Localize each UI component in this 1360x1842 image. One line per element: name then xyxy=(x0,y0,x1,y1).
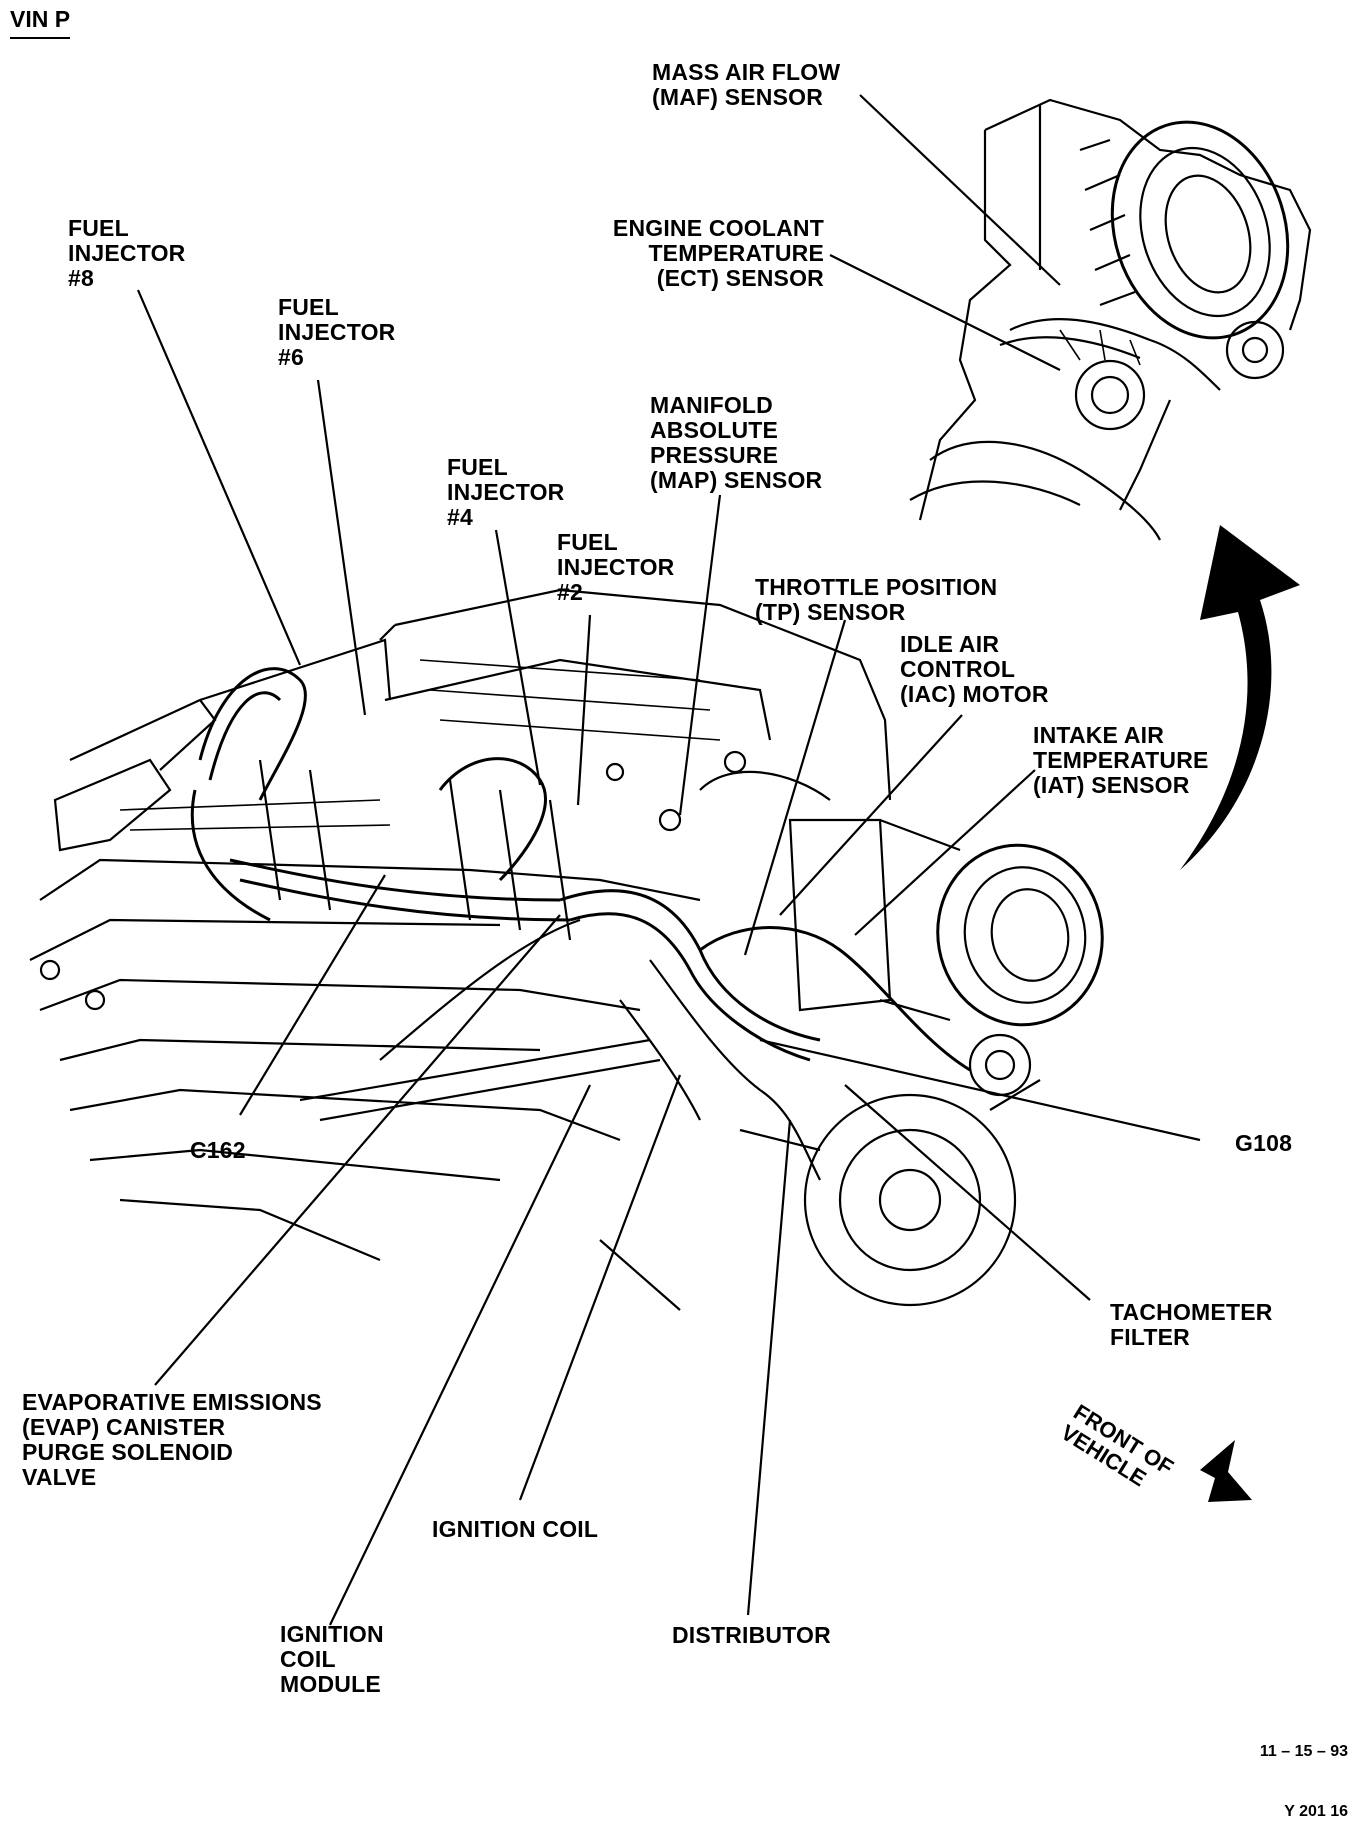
footer-code: Y 201 16 xyxy=(1284,1803,1348,1820)
label-fuel-injector-2: FUEL INJECTOR #2 xyxy=(557,529,675,605)
leader-distributor xyxy=(746,1119,792,1616)
leader-injector8 xyxy=(136,289,302,666)
label-fuel-injector-6: FUEL INJECTOR #6 xyxy=(278,294,396,370)
label-fuel-injector-4: FUEL INJECTOR #4 xyxy=(447,454,565,530)
leader-injector6 xyxy=(316,379,367,716)
label-tachometer-filter: TACHOMETER FILTER xyxy=(1110,1299,1273,1350)
footer-stamp: 11 – 15 – 93 Y 201 16 xyxy=(1260,1702,1348,1842)
leader-tach xyxy=(844,1084,1091,1301)
front-arrow-icon xyxy=(1200,1440,1252,1502)
label-ect-sensor: ENGINE COOLANT TEMPERATURE (ECT) SENSOR xyxy=(612,215,824,291)
footer-date: 11 – 15 – 93 xyxy=(1259,1743,1348,1760)
label-evap-purge-valve: EVAPORATIVE EMISSIONS (EVAP) CANISTER PU… xyxy=(22,1389,322,1490)
leader-tp xyxy=(743,619,847,956)
leader-g108 xyxy=(759,1038,1201,1142)
leader-evap xyxy=(154,914,561,1386)
leader-iac xyxy=(779,714,963,916)
leader-maf xyxy=(859,94,1061,286)
label-map-sensor: MANIFOLD ABSOLUTE PRESSURE (MAP) SENSOR xyxy=(650,392,823,493)
label-g108: G108 xyxy=(1235,1130,1293,1156)
inset-arrow-icon xyxy=(1180,525,1300,870)
leader-ign-module xyxy=(329,1084,591,1626)
leader-ect xyxy=(829,254,1061,371)
leader-c162 xyxy=(239,874,386,1116)
label-ignition-coil: IGNITION COIL xyxy=(432,1516,599,1542)
leader-injector2 xyxy=(576,614,592,806)
leader-iat xyxy=(854,769,1036,936)
label-ignition-coil-module: IGNITION COIL MODULE xyxy=(280,1621,384,1697)
label-c162: C162 xyxy=(190,1137,246,1163)
inset-intake-view xyxy=(909,98,1312,541)
label-fuel-injector-8: FUEL INJECTOR #8 xyxy=(68,215,186,291)
leader-injector4 xyxy=(494,529,542,786)
wiring-harness xyxy=(190,667,971,1181)
engine-diagram xyxy=(29,94,1312,1626)
label-tp-sensor: THROTTLE POSITION (TP) SENSOR xyxy=(755,574,998,625)
leader-ign-coil xyxy=(518,1074,682,1501)
label-maf-sensor: MASS AIR FLOW (MAF) SENSOR xyxy=(652,59,841,110)
label-iat-sensor: INTAKE AIR TEMPERATURE (IAT) SENSOR xyxy=(1033,722,1209,798)
header-vin: VIN P xyxy=(10,6,71,39)
leader-map xyxy=(678,494,722,816)
label-iac-motor: IDLE AIR CONTROL (IAC) MOTOR xyxy=(900,631,1049,707)
leader-lines xyxy=(136,94,1201,1626)
label-distributor: DISTRIBUTOR xyxy=(672,1622,831,1648)
